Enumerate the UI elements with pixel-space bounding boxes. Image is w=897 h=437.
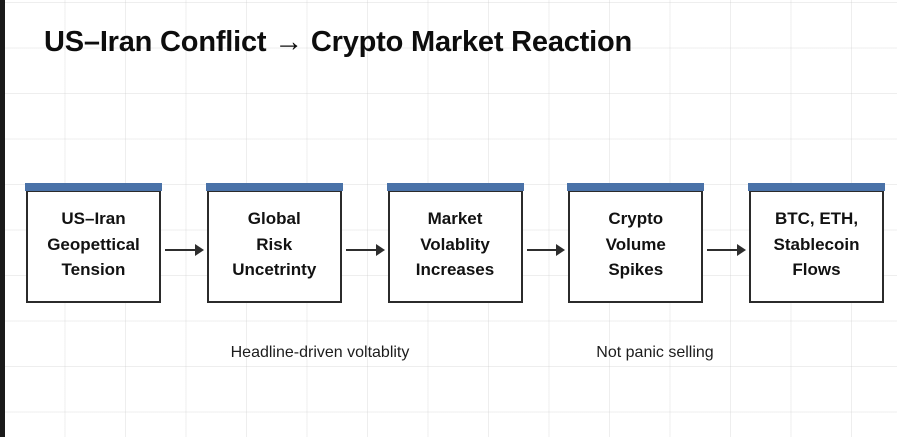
caption-headline-driven: Headline-driven voltablity — [230, 344, 410, 361]
node-label-line: Risk — [256, 234, 293, 254]
node-accent-bar — [567, 183, 705, 191]
process-flow-diagram: US–Iran Geopettical Tension Global Risk … — [25, 183, 885, 303]
flow-node-geopolitical-tension[interactable]: US–Iran Geopettical Tension — [25, 183, 162, 303]
flow-node-market-volatility[interactable]: Market Volablity Increases — [386, 183, 524, 303]
arrow-head — [556, 244, 566, 256]
node-accent-bar — [386, 183, 524, 191]
node-body: Market Volablity Increases — [387, 191, 523, 303]
node-label-line: BTC, ETH, — [774, 208, 859, 228]
flow-node-global-risk-uncertainty[interactable]: Global Risk Uncetrinty — [205, 183, 343, 303]
node-label-line: Increases — [415, 260, 495, 280]
node-accent-bar — [205, 183, 343, 191]
arrow-head — [194, 244, 204, 256]
arrow-right-icon — [523, 183, 569, 303]
page-title: US–Iran Conflict → Crypto Market Reactio… — [44, 26, 633, 58]
node-body: BTC, ETH, Stablecoin Flows — [749, 191, 884, 303]
flow-node-asset-flows[interactable]: BTC, ETH, Stablecoin Flows — [748, 183, 885, 303]
arrow-shaft — [345, 249, 377, 251]
node-label-line: Tension — [61, 260, 126, 280]
node-accent-bar — [748, 183, 885, 191]
node-label-line: Flows — [792, 260, 841, 280]
node-body: US–Iran Geopettical Tension — [26, 191, 161, 303]
left-edge-strip — [0, 0, 5, 437]
node-body: Crypto Volume Spikes — [568, 191, 704, 303]
node-label-line: Market — [427, 208, 483, 228]
arrow-shaft — [707, 249, 738, 251]
node-label-line: Spikes — [608, 260, 664, 280]
node-label-line: Crypto — [608, 208, 664, 228]
arrow-head — [737, 244, 746, 256]
node-body: Global Risk Uncetrinty — [206, 191, 342, 303]
arrow-shaft — [165, 249, 196, 251]
arrow-shaft — [526, 249, 558, 251]
node-label-line: Stablecoin — [773, 234, 860, 254]
arrow-right-icon — [161, 183, 207, 303]
node-label-line: Geopettical — [47, 234, 140, 254]
arrow-right-icon — [703, 183, 749, 303]
node-label-line: Volume — [605, 234, 666, 254]
caption-not-panic-selling: Not panic selling — [596, 344, 714, 361]
arrow-right-icon — [342, 183, 388, 303]
node-label-line: Volablity — [420, 234, 490, 254]
node-accent-bar — [25, 183, 162, 191]
node-label-line: Global — [247, 208, 301, 228]
node-label-line: US–Iran — [61, 208, 126, 228]
arrow-head — [375, 244, 385, 256]
node-label-line: Uncetrinty — [232, 260, 317, 280]
flow-node-crypto-volume[interactable]: Crypto Volume Spikes — [567, 183, 705, 303]
